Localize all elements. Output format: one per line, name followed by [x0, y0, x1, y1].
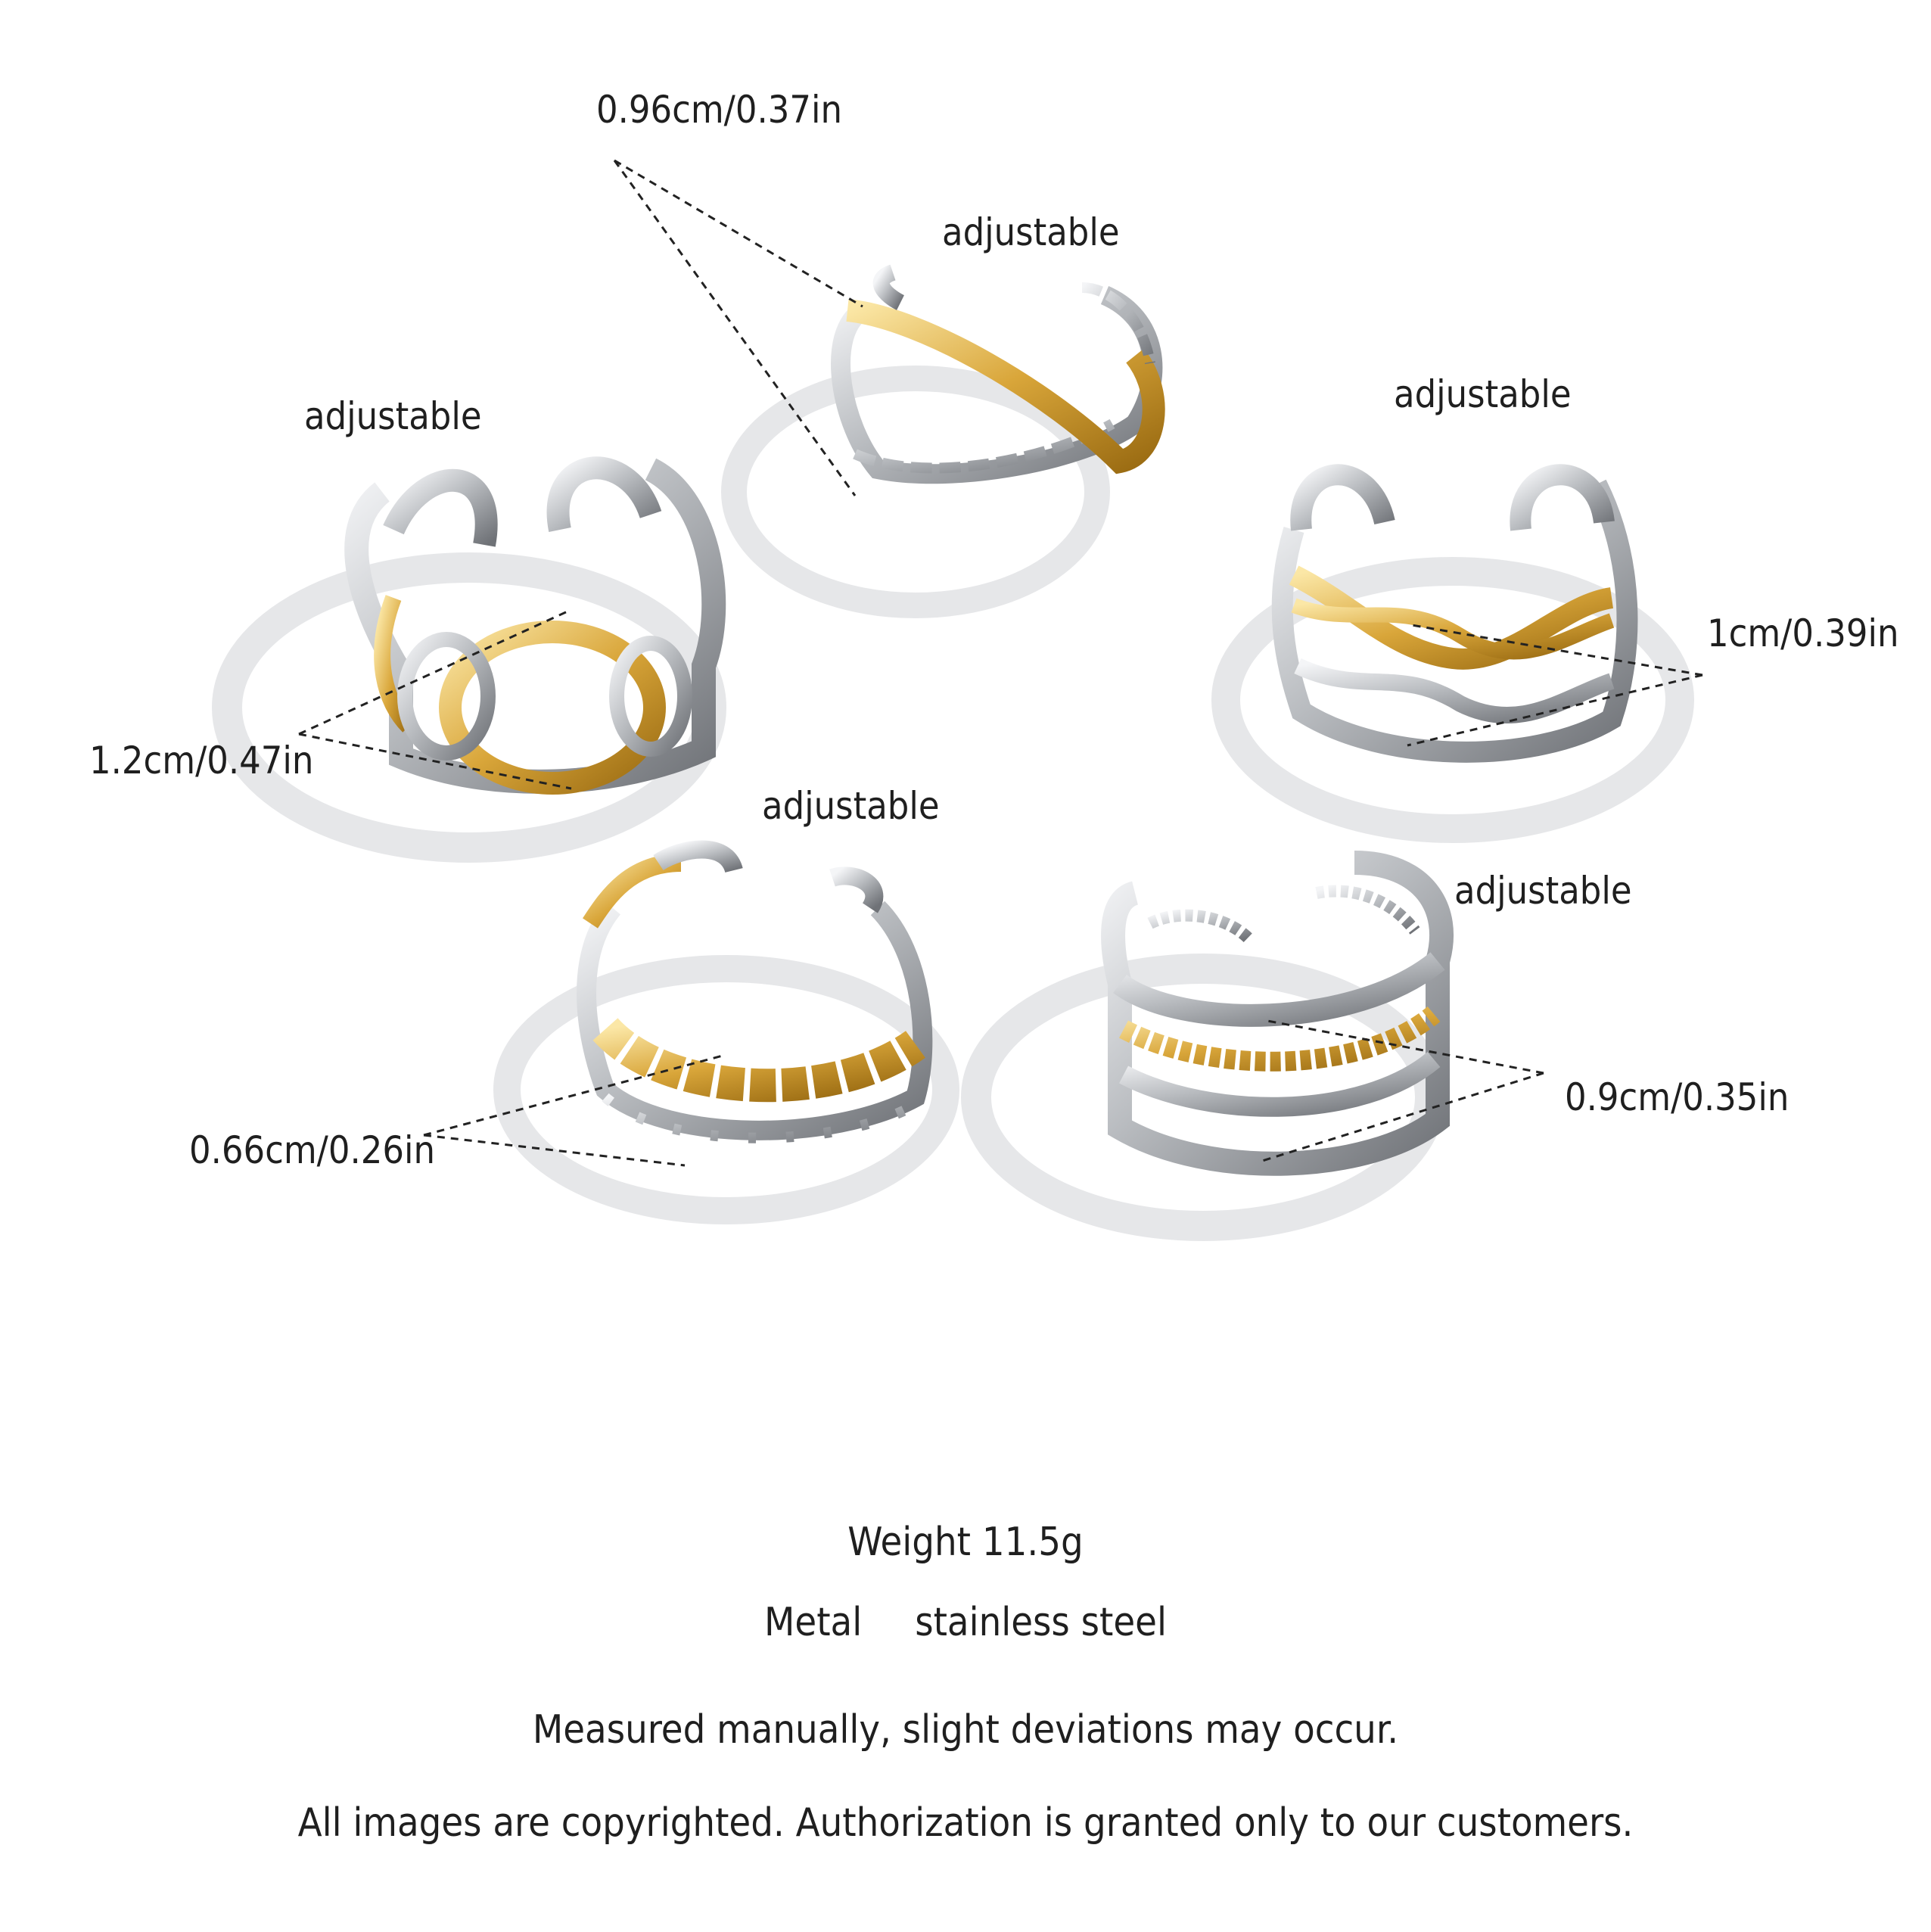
ring-2-width-label: 1.2cm/0.47in	[89, 739, 314, 782]
ring-3-image	[1211, 464, 1694, 843]
weight-text: Weight 11.5g	[847, 1520, 1084, 1565]
ring-3-width-label: 1cm/0.39in	[1707, 611, 1899, 655]
copyright-notice: All images are copyrighted. Authorizatio…	[297, 1800, 1634, 1846]
metal-row: Metal stainless steel	[0, 1603, 1931, 1642]
ring-1-image	[721, 264, 1165, 618]
metal-label: Metal	[764, 1600, 863, 1645]
adjustable-label-ring-1: adjustable	[942, 210, 1120, 254]
ring-4-image	[493, 840, 959, 1224]
adjustable-label-ring-5: adjustable	[1454, 869, 1632, 913]
metal-value: stainless steel	[915, 1600, 1167, 1645]
ring-5-image	[961, 851, 1454, 1241]
adjustable-label-ring-4: adjustable	[762, 784, 940, 828]
ring-5-width-label: 0.9cm/0.35in	[1565, 1075, 1790, 1119]
ring-2-image	[212, 456, 726, 863]
ring-1-width-label: 0.96cm/0.37in	[596, 88, 842, 132]
measurement-note: Measured manually, slight deviations may…	[532, 1707, 1399, 1753]
measurement-lines	[298, 159, 1703, 1167]
adjustable-label-ring-3: adjustable	[1394, 372, 1572, 416]
adjustable-label-ring-2: adjustable	[304, 394, 482, 438]
ring-4-width-label: 0.66cm/0.26in	[189, 1128, 435, 1172]
